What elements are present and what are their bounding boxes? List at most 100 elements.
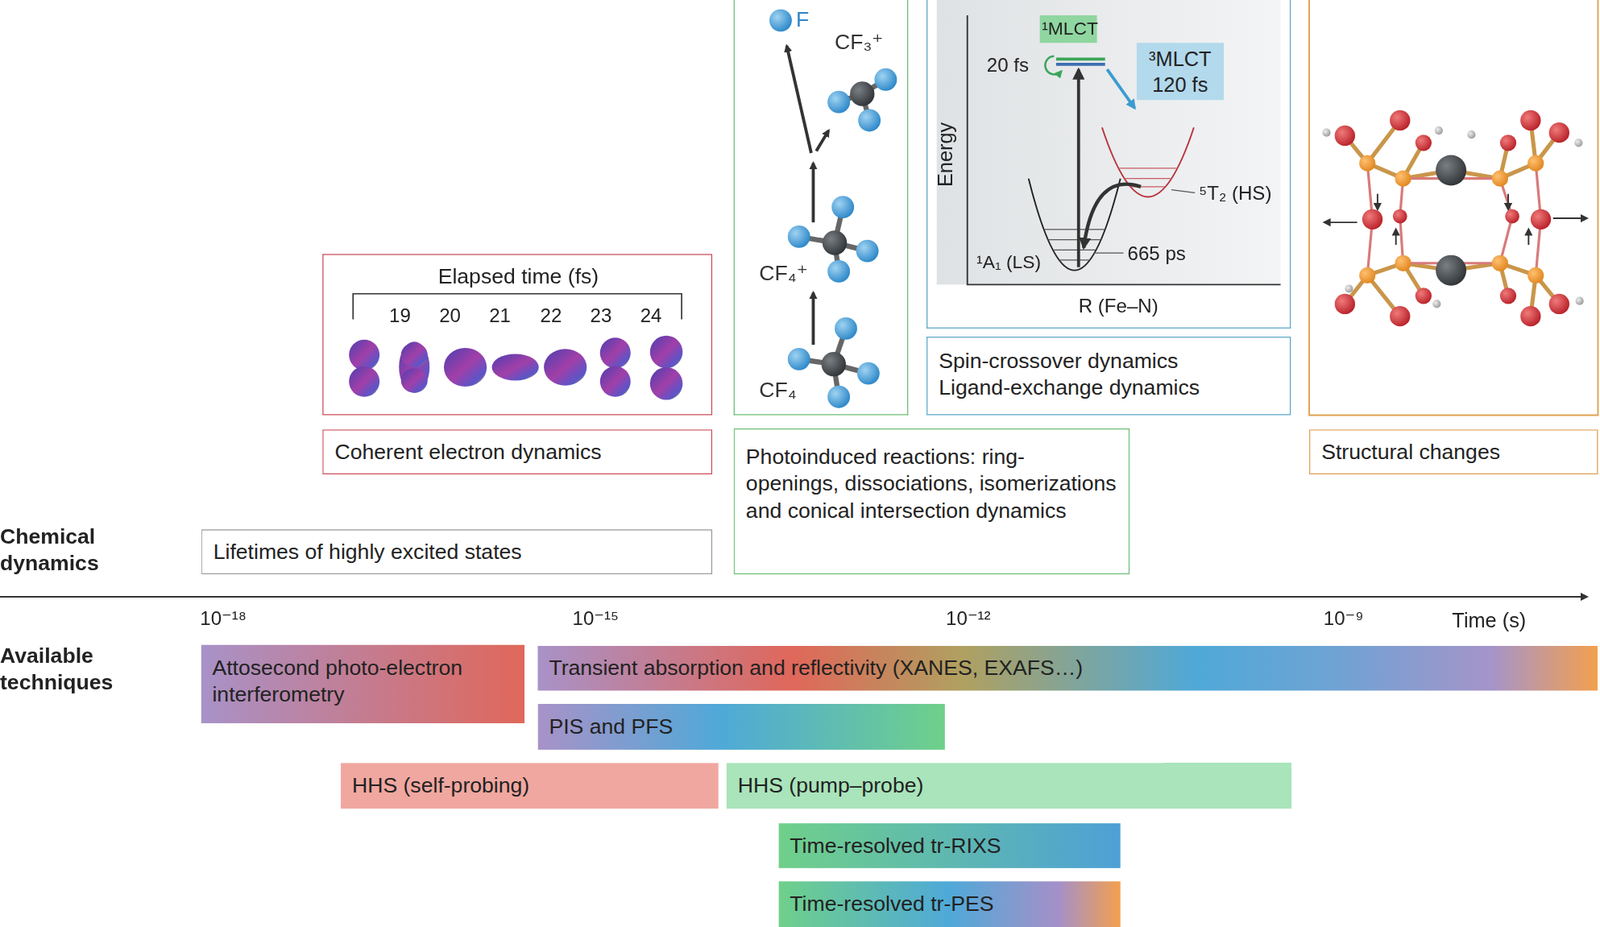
- energy-diagram-part: [1056, 62, 1106, 67]
- structure-illustration-part-part: [1574, 138, 1583, 147]
- node-text: Time-resolved tr-PES: [789, 891, 1109, 918]
- technique-band: Attosecond photo-electron interferometry: [201, 644, 526, 724]
- illustration-panel: Energy 20 fs ⁵T₂ (HS) 665 ps ¹A₁ (LS) R (Fe–N…: [926, 0, 1291, 329]
- topic-box: Spin-crossover dynamicsLigand-exchange d…: [926, 336, 1291, 416]
- technique-band: Time-resolved tr-RIXS: [778, 823, 1120, 869]
- cf4-reaction-part: [821, 81, 875, 377]
- cf4-reaction-part-part: [822, 230, 847, 255]
- structure-illustration-part: [1344, 120, 1559, 316]
- energy-diagram-part: [967, 15, 1281, 285]
- orbital-shapes-part: [600, 337, 631, 369]
- structure-illustration-part-part: [1359, 267, 1376, 284]
- node-text: 20 fs: [986, 53, 1029, 78]
- node-text: F: [795, 6, 809, 34]
- structure-illustration-part-part: [1359, 155, 1376, 172]
- orbital-shapes-part: [650, 367, 684, 401]
- technique-band: HHS (self-probing): [340, 762, 719, 809]
- structure-illustration-part-part: [1575, 297, 1584, 306]
- technique-band: PIS and PFS: [537, 704, 945, 751]
- structure-illustration-part-part: [1553, 217, 1588, 220]
- energy-diagram-part-part: [1059, 259, 1091, 261]
- structure-illustration-part-part: [1415, 287, 1432, 304]
- topic-box: Structural changes: [1309, 429, 1598, 475]
- time-tick-label: 21: [482, 303, 518, 328]
- structure-illustration-part-part: [1394, 170, 1411, 187]
- node-text: Structural changes: [1321, 439, 1586, 466]
- energy-diagram-part: [1077, 69, 1081, 268]
- orbital-shapes-part: [600, 366, 631, 398]
- node-text: Energy: [932, 113, 959, 195]
- node-text: ⁵T₂ (HS): [1198, 181, 1272, 206]
- node-text: ¹A₁ (LS): [976, 251, 1041, 274]
- cf4-reaction-part-part: [834, 317, 858, 340]
- structure-illustration-part-part: [1527, 267, 1544, 284]
- energy-diagram-part: [1044, 56, 1062, 75]
- energy-diagram-part: [936, 0, 1281, 285]
- axis-tick-label: 10⁻¹⁵: [572, 607, 619, 632]
- cf4-reaction-part-part: [769, 8, 792, 32]
- energy-diagram-part: [1056, 58, 1106, 62]
- cf4-reaction-part-part: [827, 260, 850, 283]
- row-heading: Chemical dynamics: [0, 523, 143, 577]
- structure-illustration-part-part: [1504, 209, 1520, 224]
- orbital-shapes-part: [443, 348, 487, 387]
- energy-diagram-part: [1044, 229, 1106, 261]
- cf4-reaction-part-part: [827, 91, 850, 114]
- structure-illustration-part-part: [1334, 294, 1356, 315]
- orbital-shapes-part: [348, 339, 380, 371]
- time-axis: [0, 596, 1588, 597]
- structure-illustration-part-part: [1527, 229, 1530, 245]
- structure-illustration-part-part: [1435, 155, 1467, 187]
- node-text: Lifetimes of highly excited states: [213, 538, 701, 566]
- state-label: ³MLCT 120 fs: [1136, 42, 1224, 100]
- energy-diagram: [936, 0, 1281, 285]
- energy-diagram-part-part: [1044, 228, 1106, 230]
- node-text: Photoinduced reactions: ring-openings, d…: [746, 443, 1118, 525]
- structure-illustration-part-part: [1549, 122, 1570, 143]
- cf4-reaction-part-part: [857, 362, 880, 386]
- topic-box: Lifetimes of highly excited states: [201, 529, 713, 575]
- orbital-shapes-part: [348, 366, 380, 398]
- structure-illustration-part-part: [1334, 125, 1356, 146]
- structure-illustration-part-part: [1435, 255, 1467, 287]
- topic-box: Coherent electron dynamics: [322, 429, 713, 475]
- orbital-shapes-part: [543, 348, 587, 386]
- cf4-reaction-part-part: [787, 225, 811, 249]
- cf4-reaction-part-part: [821, 352, 846, 377]
- structure-illustration-part-part: [1434, 126, 1443, 135]
- node-text: R (Fe–N): [1078, 294, 1159, 319]
- node-text: CF₄⁺: [758, 260, 808, 287]
- time-axis-part: [0, 596, 1588, 598]
- energy-diagram-part: [1106, 69, 1135, 108]
- structure-illustration-part-part: [1362, 209, 1383, 230]
- node-text: Ligand-exchange dynamics: [938, 374, 1279, 402]
- cf4-reaction-part-part: [812, 293, 816, 346]
- orbital-shapes: [348, 335, 683, 401]
- structure-illustration: [1309, 0, 1598, 415]
- cf4-reaction-part-part: [787, 348, 811, 371]
- orbital-shapes-part: [491, 354, 539, 382]
- node-text: Coherent electron dynamics: [334, 439, 700, 466]
- energy-diagram-part-part: [1124, 178, 1172, 179]
- structure-illustration-part-part: [1527, 155, 1544, 172]
- cf4-reaction-part-part: [816, 130, 829, 151]
- cf4-reaction-part-part: [858, 109, 881, 133]
- structure-illustration-part-part: [1324, 221, 1358, 224]
- time-tick-label: 24: [634, 303, 669, 328]
- axis-tick-label: Time (s): [1451, 608, 1526, 635]
- energy-diagram-part-part: [1052, 249, 1096, 251]
- structure-illustration-part-part: [1415, 134, 1432, 151]
- cf4-reaction-part-part: [827, 385, 850, 409]
- node-text: Time-resolved tr-RIXS: [789, 833, 1109, 860]
- energy-diagram-part-part: [1118, 167, 1178, 169]
- illustration-panel: FCF₃⁺CF₄⁺CF₄: [733, 0, 909, 415]
- axis-tick-label: 10⁻¹²: [945, 607, 991, 632]
- node-text: 665 ps: [1127, 241, 1186, 266]
- technique-band: HHS (pump–probe): [726, 762, 1291, 809]
- topic-box: Photoinduced reactions: ring-openings, d…: [733, 428, 1130, 575]
- structure-illustration-part-part: [1500, 134, 1517, 151]
- axis-tick-label: 10⁻¹⁸: [199, 607, 247, 632]
- cf4-reaction-part-part: [831, 195, 854, 219]
- orbital-shapes-part: [650, 335, 684, 369]
